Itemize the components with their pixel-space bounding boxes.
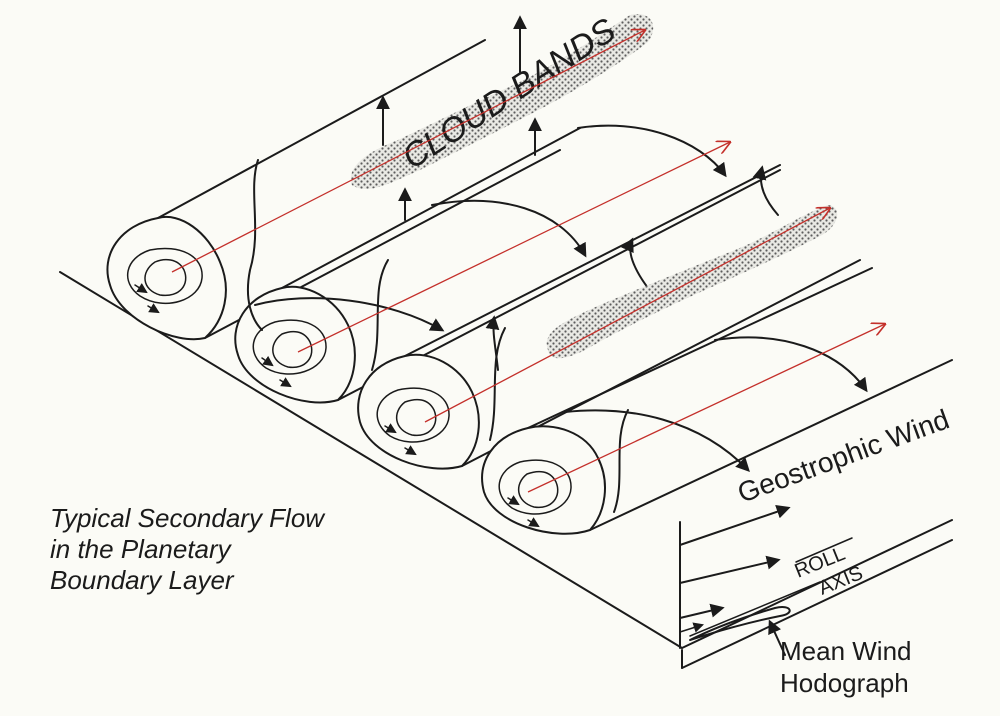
updraft-arrows	[376, 15, 542, 221]
hodograph-label: Hodograph	[780, 668, 909, 698]
surface-flow-lines	[246, 124, 868, 513]
roll-axis-arrows	[171, 30, 885, 493]
geostrophic-wind-label: Geostrophic Wind	[733, 403, 953, 508]
caption-line-1: Typical Secondary Flow	[50, 503, 326, 533]
cloud-band-upper	[350, 14, 654, 189]
mean-wind-label: Mean Wind	[780, 636, 912, 666]
caption-line-3: Boundary Layer	[50, 565, 235, 595]
circulation-loops	[126, 247, 572, 528]
wind-profile	[679, 505, 821, 656]
roll-end-faces	[106, 215, 606, 535]
caption-line-2: in the Planetary	[50, 534, 233, 564]
cloud-bands-label: CLOUD BANDS	[396, 11, 623, 177]
cloud-bands: CLOUD BANDS	[350, 11, 838, 359]
